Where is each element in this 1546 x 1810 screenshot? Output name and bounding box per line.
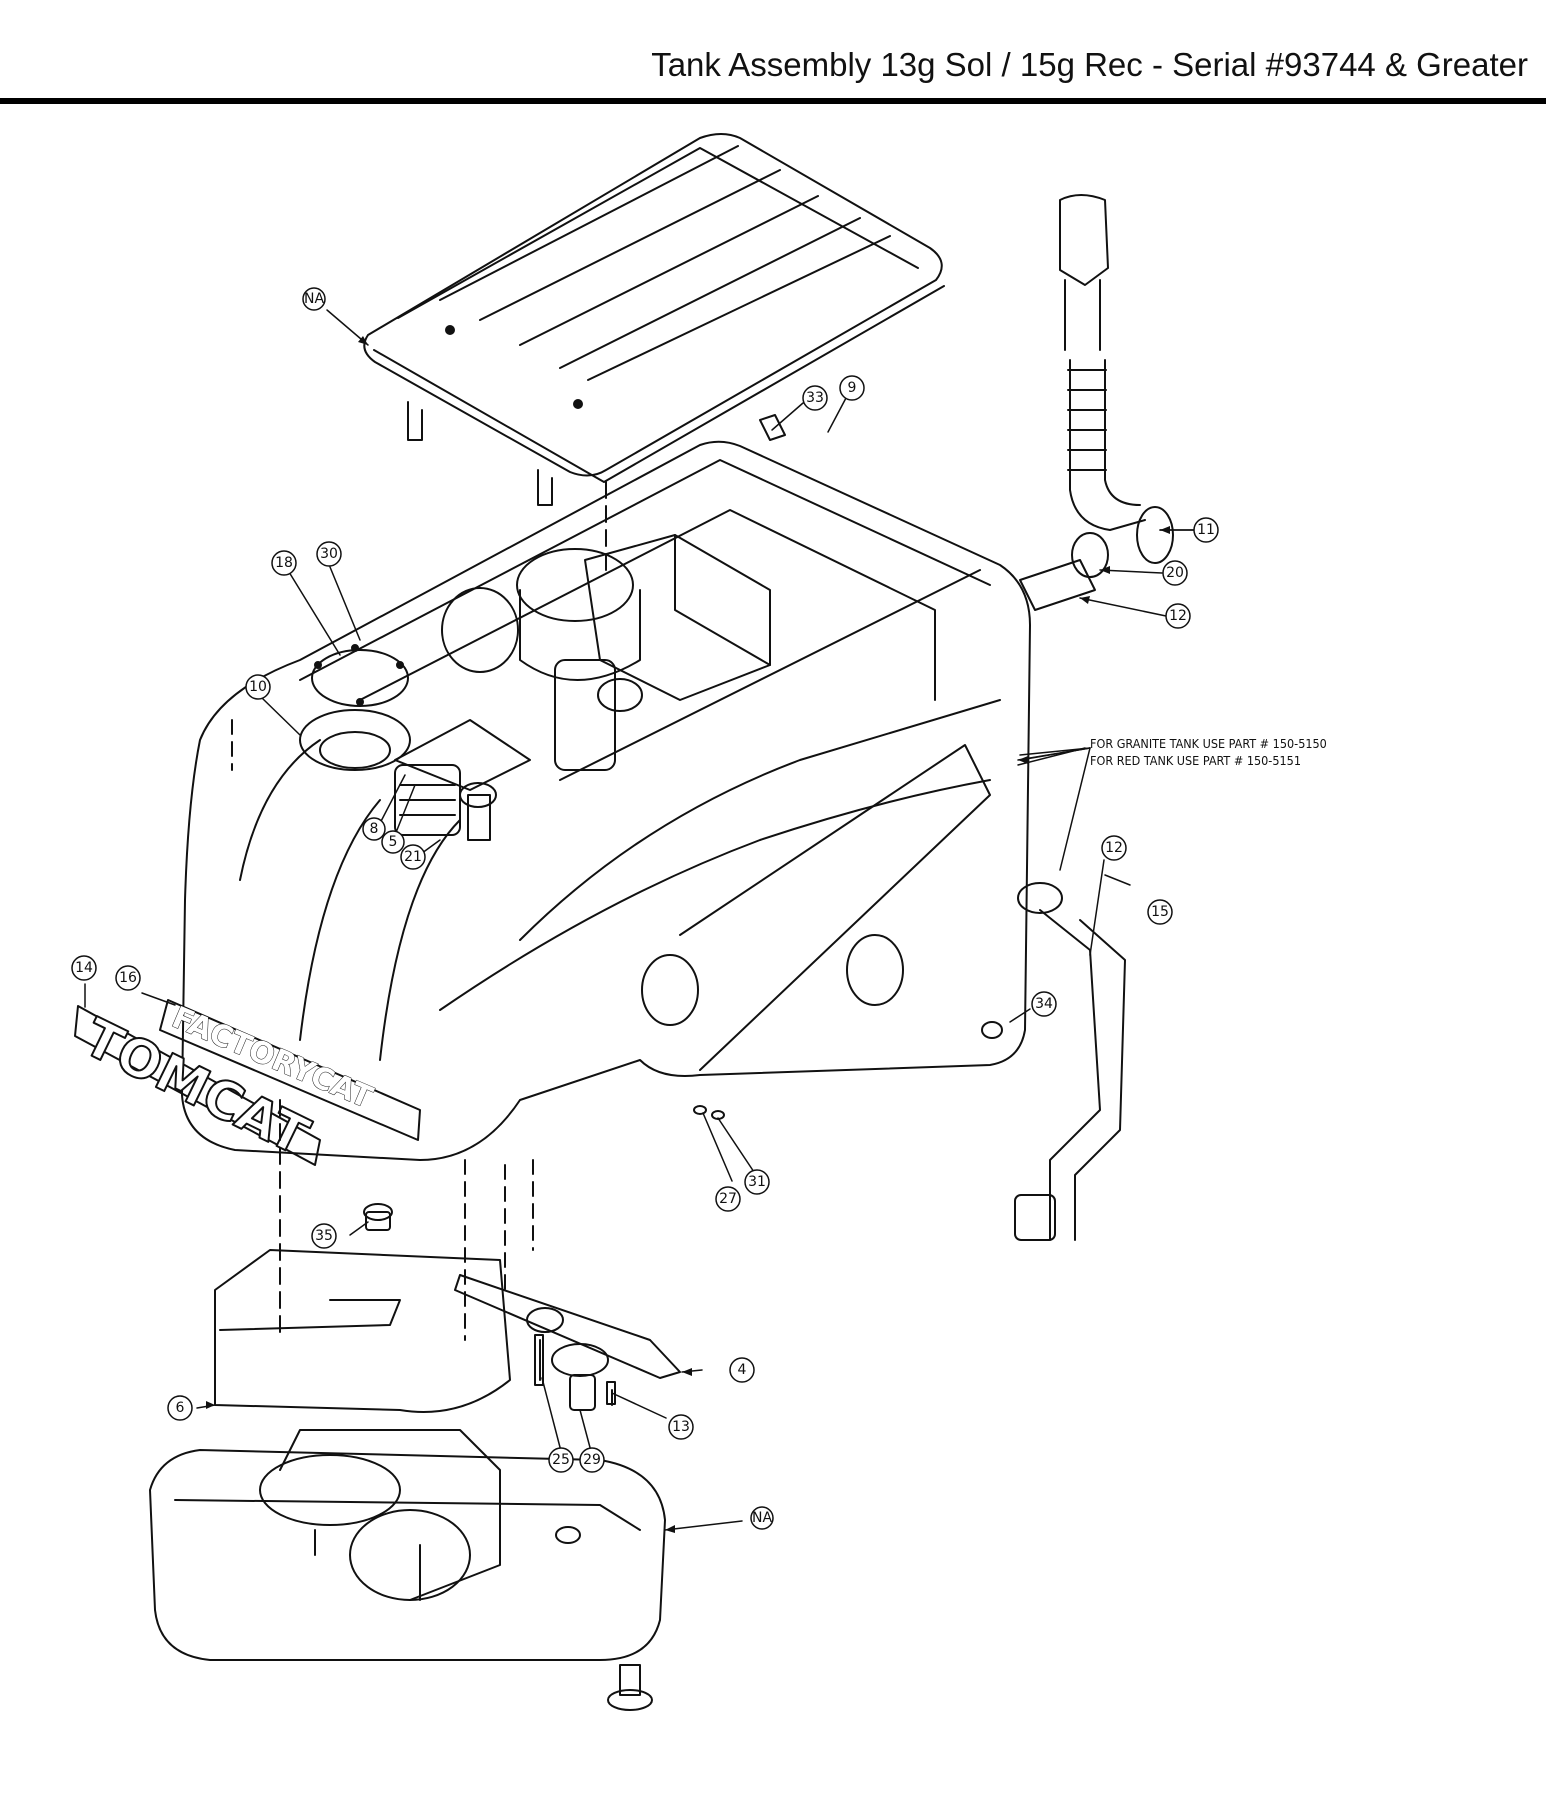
callout-na-top: NA: [302, 287, 326, 311]
callout-11: 11: [1193, 517, 1219, 543]
callout-25: 25: [548, 1447, 574, 1473]
callout-31: 31: [744, 1169, 770, 1195]
callout-na-bottom: NA: [750, 1506, 774, 1530]
svg-text:8: 8: [370, 821, 379, 837]
svg-text:NA: NA: [752, 1510, 772, 1526]
callout-21: 21: [400, 844, 426, 870]
fasteners: [363, 414, 1003, 1405]
callout-33: 33: [802, 385, 828, 411]
bracket-4: [454, 1274, 681, 1411]
callout-balloons: NA 33 9 11 20 12 18 30 10 8 5 21 12 15 3…: [71, 287, 1219, 1530]
base-tray: [149, 1429, 666, 1711]
callout-20: 20: [1162, 560, 1188, 586]
note-line-1: FOR GRANITE TANK USE PART # 150-5150: [1090, 736, 1327, 751]
svg-text:10: 10: [249, 679, 267, 695]
svg-text:25: 25: [552, 1452, 570, 1468]
hose-assembly-11: [1019, 194, 1174, 611]
callout-27: 27: [715, 1186, 741, 1212]
svg-text:21: 21: [404, 849, 422, 865]
callout-12-lower: 12: [1101, 835, 1127, 861]
centerlines: [231, 719, 534, 1341]
svg-text:29: 29: [583, 1452, 601, 1468]
callout-12-top: 12: [1165, 603, 1191, 629]
svg-text:5: 5: [389, 834, 398, 850]
callout-34: 34: [1031, 991, 1057, 1017]
svg-text:4: 4: [738, 1362, 747, 1378]
leader-lines: [84, 309, 1196, 1531]
callout-13: 13: [668, 1414, 694, 1440]
svg-text:9: 9: [848, 380, 857, 396]
svg-text:20: 20: [1166, 565, 1184, 581]
title-rule: [0, 98, 1546, 104]
part-note: FOR GRANITE TANK USE PART # 150-5150 FOR…: [1017, 736, 1327, 768]
svg-text:18: 18: [275, 555, 293, 571]
tank-body: [181, 440, 1031, 1161]
callout-18: 18: [271, 550, 297, 576]
note-line-2: FOR RED TANK USE PART # 150-5151: [1090, 753, 1301, 768]
callout-15: 15: [1147, 899, 1173, 925]
arrowheads: [206, 336, 1170, 1533]
decal-group: FACTORYCAT TOMCAT: [73, 999, 421, 1169]
svg-text:11: 11: [1197, 522, 1215, 538]
callout-6: 6: [167, 1395, 193, 1421]
callout-10: 10: [245, 674, 271, 700]
svg-text:12: 12: [1105, 840, 1123, 856]
hose-assembly-15: [1014, 882, 1126, 1241]
callout-30: 30: [316, 541, 342, 567]
svg-text:35: 35: [315, 1228, 333, 1244]
svg-text:16: 16: [119, 970, 137, 986]
callout-8: 8: [362, 817, 386, 841]
callout-4: 4: [729, 1357, 755, 1383]
svg-text:13: 13: [672, 1419, 690, 1435]
svg-text:6: 6: [176, 1400, 185, 1416]
svg-text:30: 30: [320, 546, 338, 562]
svg-text:14: 14: [75, 960, 93, 976]
svg-text:15: 15: [1151, 904, 1169, 920]
svg-text:33: 33: [806, 390, 824, 406]
tank-lid: [363, 133, 945, 576]
callout-29: 29: [579, 1447, 605, 1473]
lower-shroud: [214, 1099, 511, 1413]
svg-text:31: 31: [748, 1174, 766, 1190]
callout-5: 5: [381, 830, 405, 854]
svg-text:27: 27: [719, 1191, 737, 1207]
svg-text:12: 12: [1169, 608, 1187, 624]
page-title: Tank Assembly 13g Sol / 15g Rec - Serial…: [651, 46, 1528, 83]
callout-16: 16: [115, 965, 141, 991]
access-cover: [311, 644, 409, 707]
callout-35: 35: [311, 1223, 337, 1249]
callout-9: 9: [839, 375, 865, 401]
svg-text:34: 34: [1035, 996, 1053, 1012]
svg-text:NA: NA: [304, 291, 324, 307]
callout-14: 14: [71, 955, 97, 981]
